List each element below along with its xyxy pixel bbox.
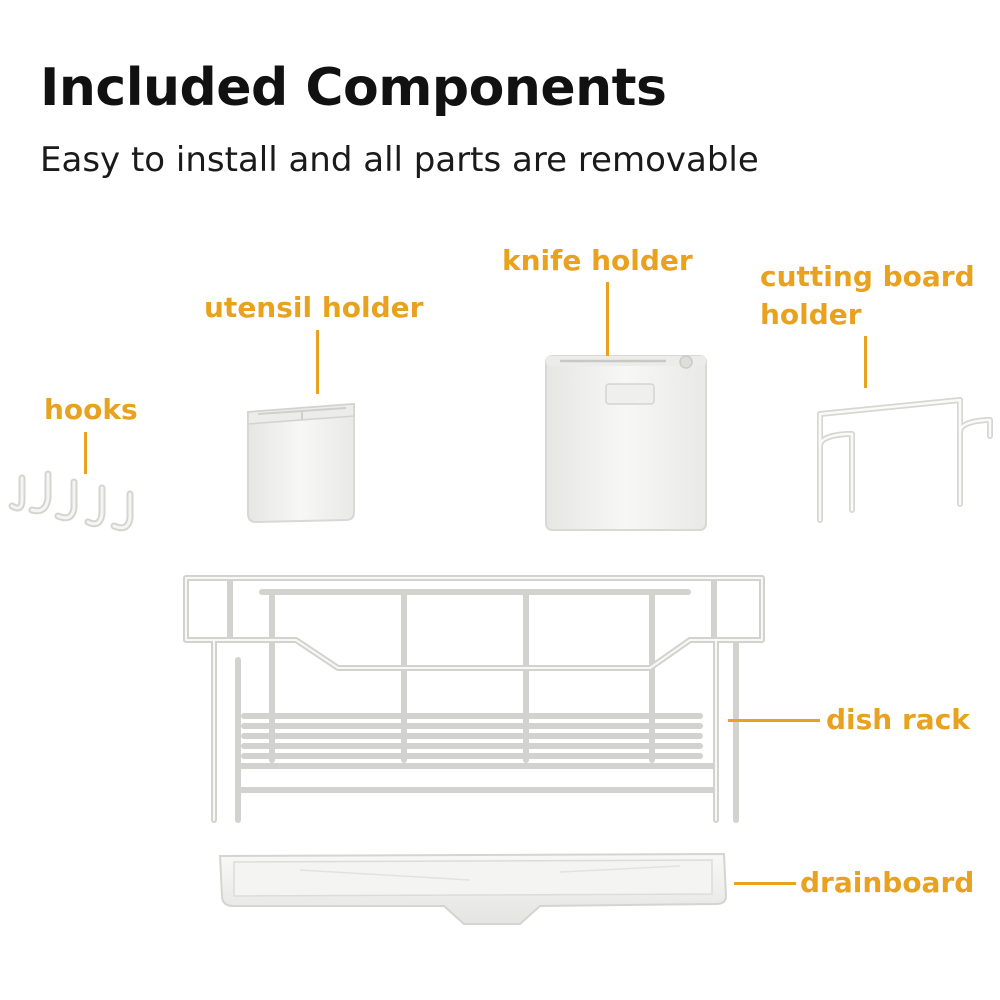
utensil-holder-leader-line [316,330,319,394]
hooks-leader-line [84,432,87,474]
cutting-board-holder-label-line2: holder [760,298,862,331]
cutting-board-holder-label-line1: cutting board [760,260,975,293]
drainboard-label: drainboard [800,866,975,899]
drainboard-illustration [218,852,728,925]
drainboard-leader-line [734,882,796,885]
hooks-illustration [8,470,134,532]
knife-holder-label: knife holder [502,244,693,277]
cutting-board-holder-leader-line [864,336,867,388]
dish-rack-illustration [183,575,765,823]
dish-rack-label: dish rack [826,703,970,736]
utensil-holder-label: utensil holder [204,291,424,324]
cutting-board-holder-illustration [817,397,993,523]
page-subtitle: Easy to install and all parts are remova… [40,140,759,180]
knife-holder-leader-line [606,282,609,356]
hooks-label: hooks [44,393,138,426]
cutting-board-holder-label: cutting board holder [760,258,975,334]
dish-rack-leader-line [728,719,820,722]
knife-holder-illustration [545,355,707,531]
utensil-holder-illustration [247,402,355,524]
page-title: Included Components [40,58,667,118]
